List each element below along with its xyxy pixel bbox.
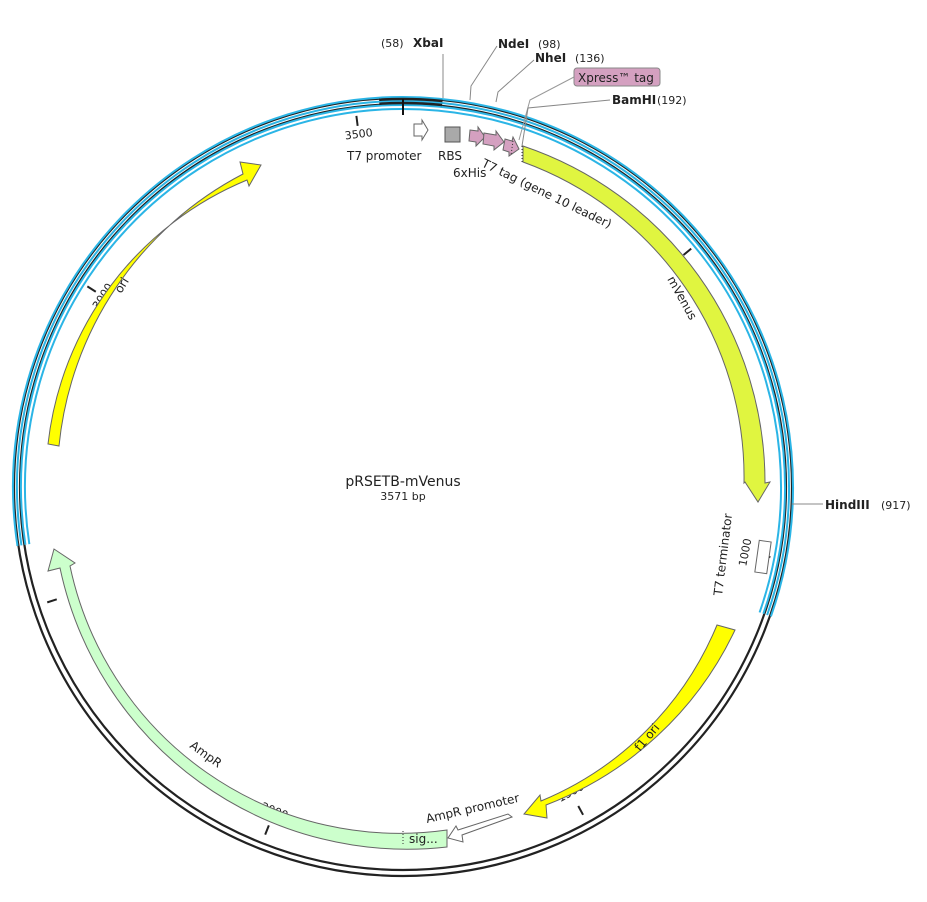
RBS-box[interactable] xyxy=(444,126,461,143)
plasmid-name: pRSETB-mVenus xyxy=(345,474,460,490)
6xHis-label: 6xHis xyxy=(453,166,486,180)
mVenus-arrow[interactable] xyxy=(522,145,772,503)
svg-text:NdeI: NdeI xyxy=(498,37,529,51)
svg-text:HindIII: HindIII xyxy=(825,498,870,512)
backbone-segment xyxy=(379,101,443,107)
svg-text:(136): (136) xyxy=(575,52,605,65)
RBS-label: RBS xyxy=(438,149,462,163)
T7-terminator-box[interactable] xyxy=(754,539,772,575)
tick-2500 xyxy=(46,598,58,604)
svg-text:(917): (917) xyxy=(881,499,911,512)
insert-track-ring xyxy=(24,108,782,613)
ori-arrow[interactable] xyxy=(47,161,262,447)
AmpR-promoter-label: AmpR promoter xyxy=(425,791,521,826)
sig-label: sig... xyxy=(409,832,438,846)
tick-3000 xyxy=(86,285,97,293)
AmpR-arrow[interactable] xyxy=(47,548,448,850)
svg-text:(192): (192) xyxy=(657,94,687,107)
insert-track xyxy=(12,96,794,617)
AmpR-promoter-arrow[interactable] xyxy=(447,813,514,843)
tick-label-1000: 1000 xyxy=(736,537,754,567)
insert-track-ring xyxy=(16,100,790,616)
T7-promoter-arrow[interactable] xyxy=(413,118,429,142)
svg-text:NheI: NheI xyxy=(535,51,566,65)
svg-text:(58): (58) xyxy=(381,37,404,50)
6xHis-arrow[interactable] xyxy=(468,125,486,148)
T7-promoter-label: T7 promoter xyxy=(346,149,422,163)
cut-site-nhei[interactable]: NheI (136) xyxy=(495,51,605,103)
cut-site-xbai[interactable]: (58) XbaI xyxy=(381,36,444,98)
tick-2000 xyxy=(264,825,270,836)
cut-site-ndei[interactable]: NdeI (98) xyxy=(469,37,561,101)
ori-label: ori xyxy=(112,275,132,296)
insert-track-ring xyxy=(20,104,786,615)
T7-terminator-label: T7 terminator xyxy=(711,513,735,598)
tick-1500 xyxy=(577,805,584,816)
tick-label-3500: 3500 xyxy=(344,126,373,142)
xpress-leader xyxy=(518,76,575,141)
cut-site-bamhi[interactable]: BamHI (192) xyxy=(521,93,687,147)
f1-ori-arrow[interactable] xyxy=(523,624,736,819)
backbone-segment xyxy=(379,97,443,103)
T7-tag-arrow[interactable] xyxy=(502,135,520,157)
cut-site-hindiii[interactable]: HindIII (917) xyxy=(792,498,911,512)
tick-500 xyxy=(682,247,692,256)
svg-text:BamHI: BamHI xyxy=(612,93,656,107)
svg-text:(98): (98) xyxy=(538,38,561,51)
xpress-tag-label: Xpress™ tag xyxy=(578,71,654,85)
svg-text:XbaI: XbaI xyxy=(413,36,443,50)
insert-track-ring xyxy=(12,96,794,617)
plasmid-length: 3571 bp xyxy=(380,490,425,503)
tick-3500 xyxy=(355,115,359,126)
6xHis-arrow-2[interactable] xyxy=(482,129,505,152)
